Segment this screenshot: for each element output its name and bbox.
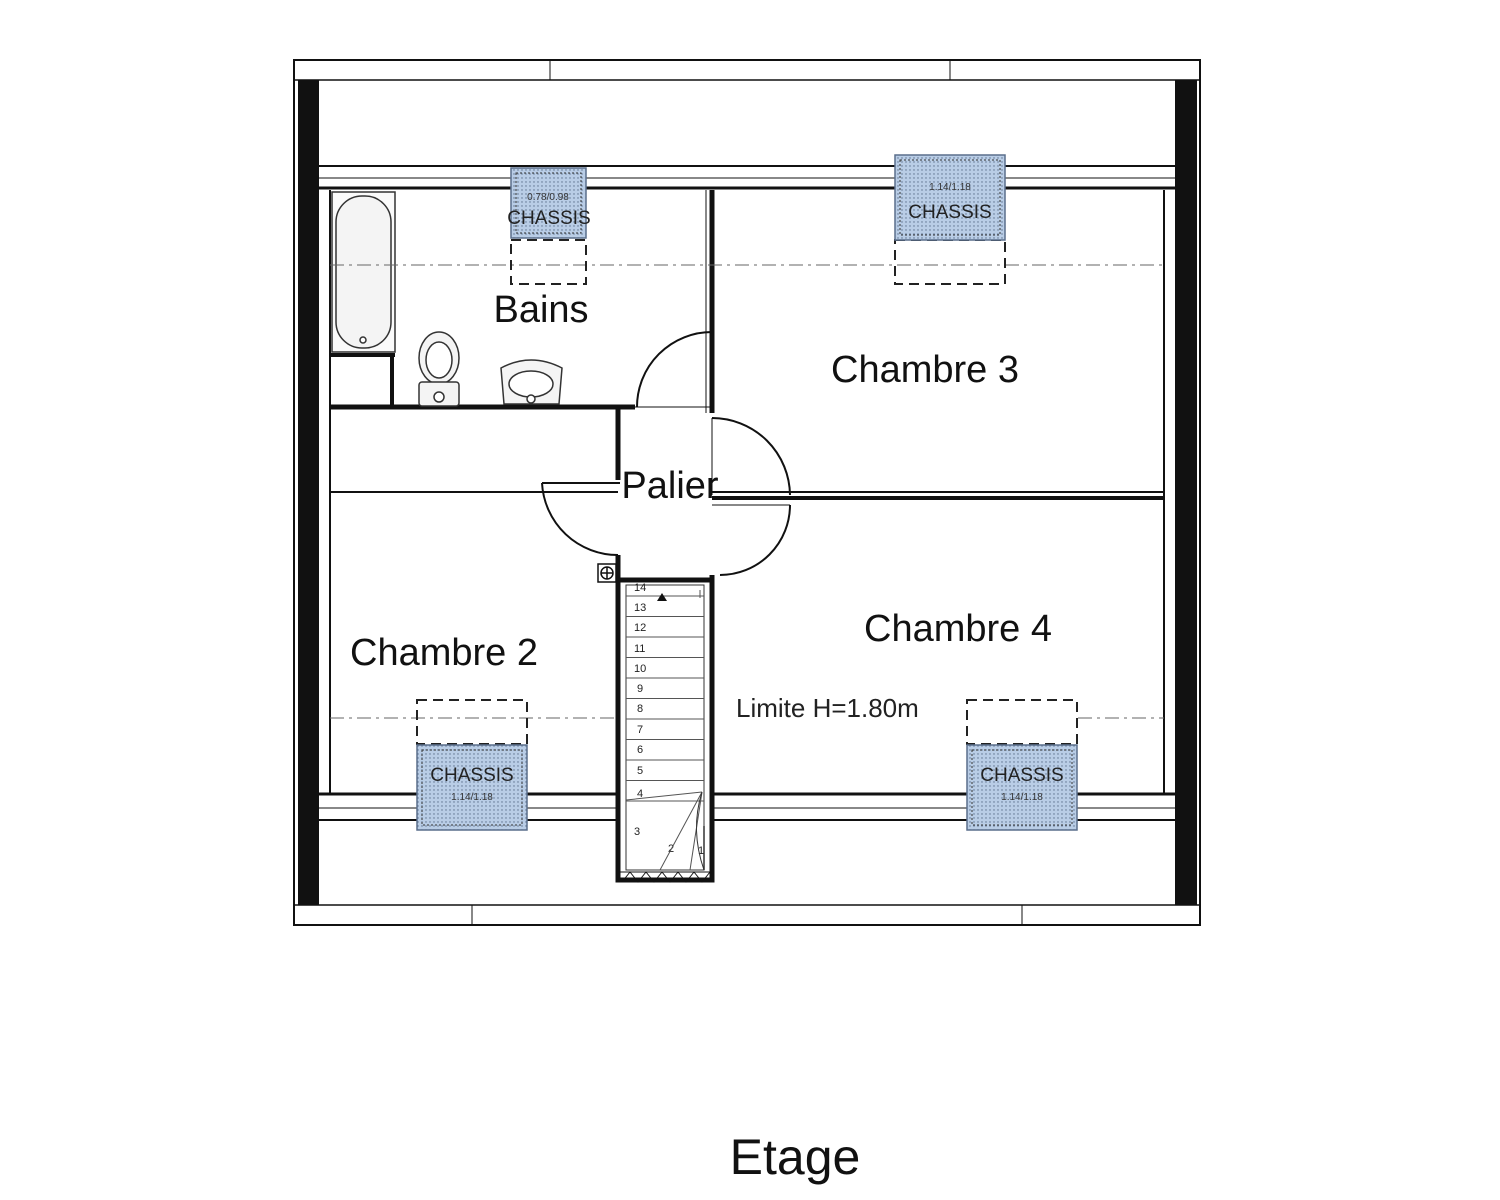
right-gable-wall (1175, 80, 1197, 905)
doors (541, 331, 791, 576)
stair-step-number: 6 (637, 744, 643, 756)
chassis-bains: 0.78/0.98 CHASSIS (507, 167, 591, 239)
chassis-chambre3: 1.14/1.18 CHASSIS (894, 154, 1006, 241)
toilet (418, 331, 460, 407)
stair-base-hatch (620, 871, 712, 883)
stair-step-number: 3 (634, 826, 640, 838)
floor-title: Etage (729, 1129, 861, 1185)
chassis-dim-bains: 0.78/0.98 (527, 192, 569, 203)
chassis-dim-chambre4: 1.14/1.18 (1001, 792, 1043, 803)
stair-step-number: 14 (634, 582, 646, 594)
chassis-label-chambre2: CHASSIS (430, 765, 513, 786)
bathtub (331, 191, 396, 353)
chassis-chambre4: CHASSIS 1.14/1.18 (966, 744, 1078, 831)
room-label-chambre2: Chambre 2 (350, 632, 538, 674)
chassis-chambre2: CHASSIS 1.14/1.18 (416, 744, 528, 831)
roof-outline (293, 59, 1201, 926)
limit-lines (330, 264, 1164, 719)
interior-walls (329, 190, 1165, 794)
stair-step-number: 4 (637, 788, 643, 800)
stair-step-number: 12 (634, 622, 646, 634)
room-label-chambre4: Chambre 4 (864, 608, 1052, 650)
chassis-label-chambre4: CHASSIS (980, 765, 1063, 786)
room-label-bains: Bains (493, 289, 588, 331)
limit-height-label: Limite H=1.80m (736, 693, 919, 723)
stair-step-number: 11 (634, 643, 645, 655)
stair-arrow-icon (657, 593, 667, 601)
stair-step-number: 1 (698, 845, 704, 857)
room-label-palier: Palier (621, 465, 718, 507)
stair-step-number: 13 (634, 602, 646, 614)
stair-step-number: 7 (637, 724, 643, 736)
stair-step-number: 8 (637, 703, 643, 715)
sink (500, 359, 563, 405)
chassis-dim-chambre2: 1.14/1.18 (451, 792, 493, 803)
room-label-chambre3: Chambre 3 (831, 349, 1019, 391)
chassis-dim-chambre3: 1.14/1.18 (929, 182, 971, 193)
stair-step-number: 5 (637, 765, 643, 777)
chassis-label-chambre3: CHASSIS (908, 202, 991, 223)
vent-icon (597, 563, 617, 583)
left-gable-wall (298, 80, 319, 905)
stair-step-number: 10 (634, 663, 646, 675)
chassis-label-bains: CHASSIS (507, 208, 590, 229)
stair-step-number: 9 (637, 683, 643, 695)
